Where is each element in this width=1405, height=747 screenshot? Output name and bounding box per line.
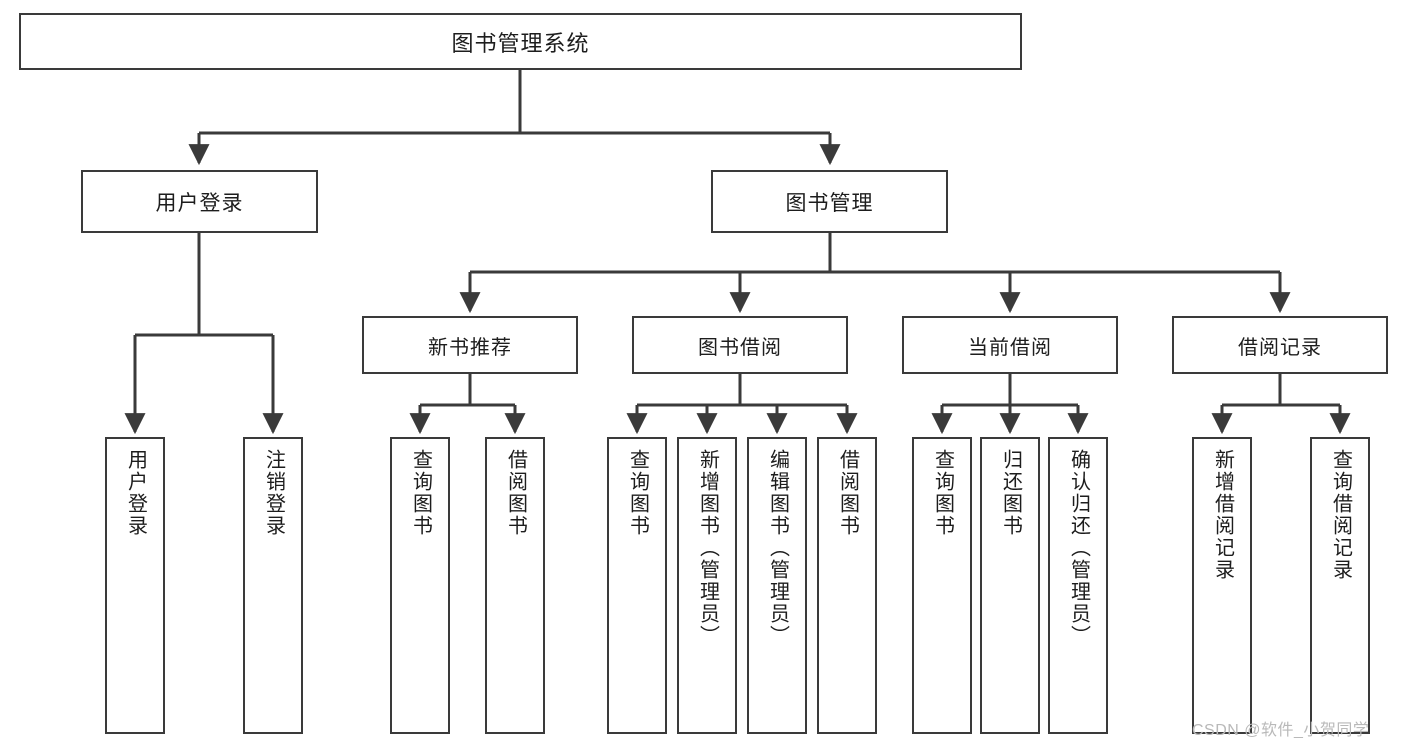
node-current-borrow-label: 当前借阅 [968,336,1052,359]
leaf-user-login-signout[interactable]: 注销登录 [243,437,303,734]
leaf-user-login-signout-label: 注销登录 [262,449,285,537]
leaf-borrow-query-book[interactable]: 查询图书 [607,437,667,734]
leaf-current-query-book[interactable]: 查询图书 [912,437,972,734]
leaf-user-login-signin[interactable]: 用户登录 [105,437,165,734]
leaf-user-login-signin-label: 用户登录 [124,449,147,537]
leaf-record-add-record[interactable]: 新增借阅记录 [1192,437,1252,734]
node-book-management[interactable]: 图书管理 [711,170,948,233]
leaf-borrow-query-book-label: 查询图书 [626,449,649,537]
node-book-borrow[interactable]: 图书借阅 [632,316,848,374]
leaf-borrow-edit-book-admin-label: 编辑图书（管理员） [766,449,789,647]
leaf-current-return-book-label: 归还图书 [999,449,1022,537]
node-user-login-label: 用户登录 [155,191,244,215]
leaf-borrow-borrow-book-label: 借阅图书 [836,449,859,537]
node-book-management-label: 图书管理 [785,191,874,215]
node-new-book-recommend[interactable]: 新书推荐 [362,316,578,374]
node-borrow-record[interactable]: 借阅记录 [1172,316,1388,374]
leaf-recommend-borrow-book-label: 借阅图书 [504,449,527,537]
leaf-record-query-record[interactable]: 查询借阅记录 [1310,437,1370,734]
node-book-borrow-label: 图书借阅 [698,336,782,359]
node-borrow-record-label: 借阅记录 [1238,336,1322,359]
leaf-recommend-borrow-book[interactable]: 借阅图书 [485,437,545,734]
leaf-recommend-query-book-label: 查询图书 [409,449,432,537]
leaf-current-confirm-return-admin[interactable]: 确认归还（管理员） [1048,437,1108,734]
leaf-borrow-add-book-admin-label: 新增图书（管理员） [696,449,719,647]
csdn-watermark: CSDN @软件_小贺同学 [1192,722,1370,739]
leaf-borrow-edit-book-admin[interactable]: 编辑图书（管理员） [747,437,807,734]
node-current-borrow[interactable]: 当前借阅 [902,316,1118,374]
leaf-current-query-book-label: 查询图书 [931,449,954,537]
leaf-borrow-add-book-admin[interactable]: 新增图书（管理员） [677,437,737,734]
leaf-current-return-book[interactable]: 归还图书 [980,437,1040,734]
node-root-system-label: 图书管理系统 [451,30,590,56]
leaf-current-confirm-return-admin-label: 确认归还（管理员） [1067,449,1090,647]
leaf-record-query-record-label: 查询借阅记录 [1329,449,1352,581]
leaf-borrow-borrow-book[interactable]: 借阅图书 [817,437,877,734]
node-user-login[interactable]: 用户登录 [81,170,318,233]
node-new-book-recommend-label: 新书推荐 [428,336,512,359]
leaf-record-add-record-label: 新增借阅记录 [1211,449,1234,581]
leaf-recommend-query-book[interactable]: 查询图书 [390,437,450,734]
node-root-system[interactable]: 图书管理系统 [19,13,1022,70]
